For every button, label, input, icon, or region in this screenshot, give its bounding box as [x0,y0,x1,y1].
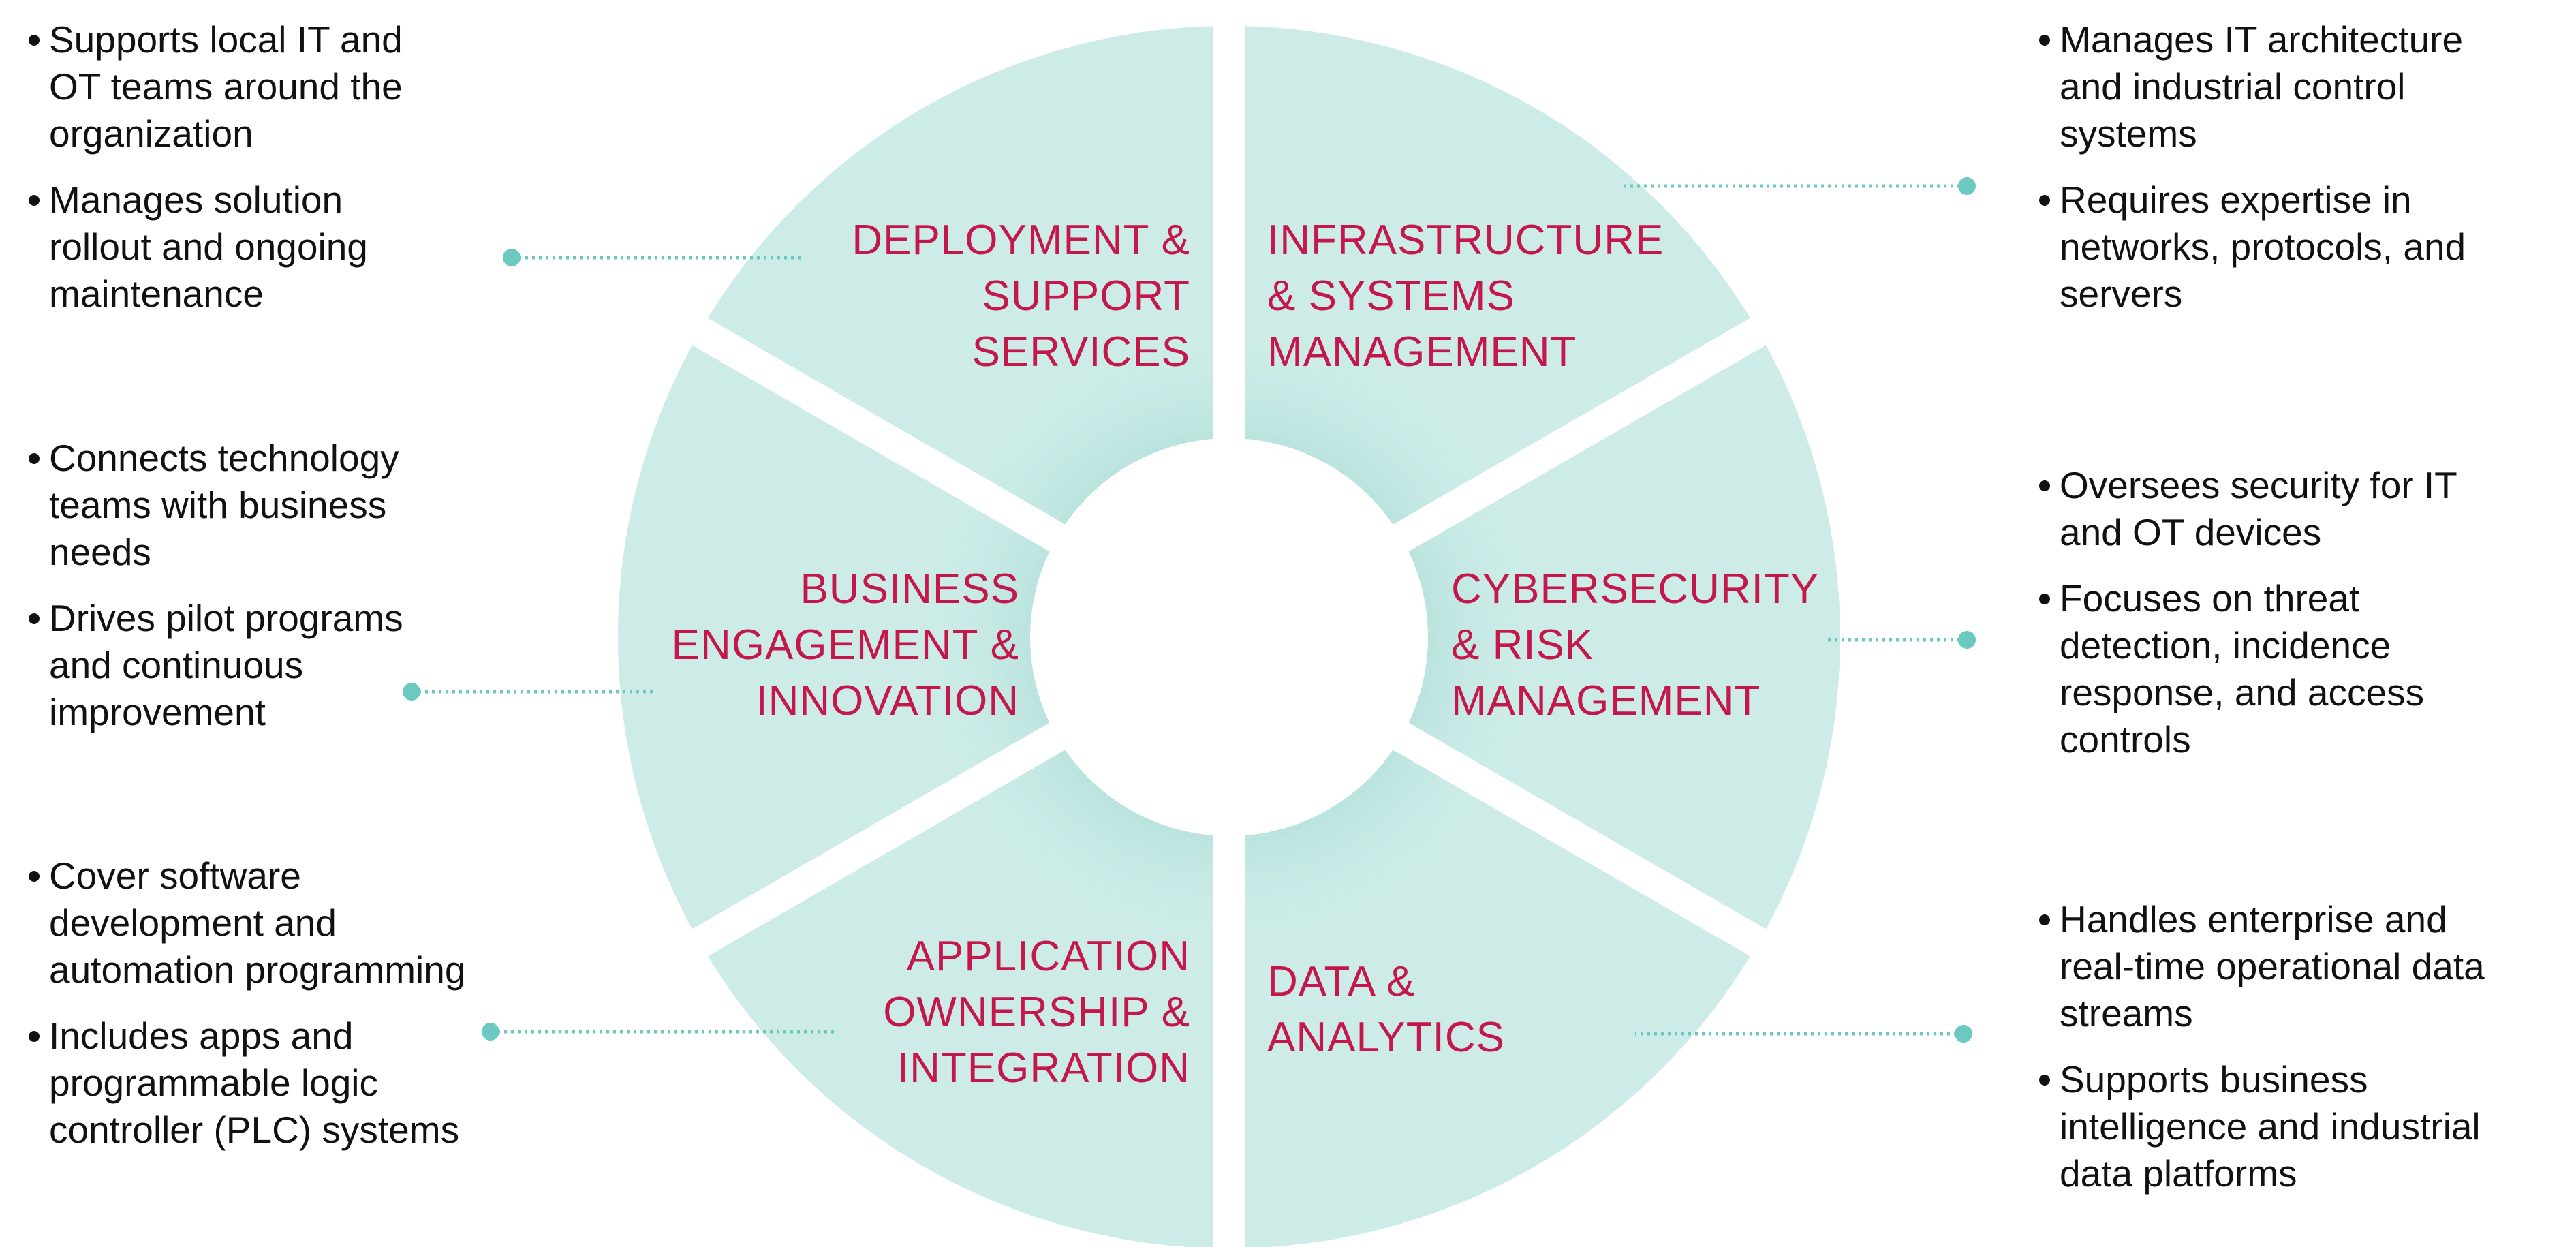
bullet-icon [29,871,40,882]
connector-deployment [503,249,801,266]
bullet-icon [29,1031,40,1042]
segment-divider [680,720,1071,964]
bullet-icon [2039,195,2050,206]
bullet-icon [29,613,40,624]
connector-business [403,683,657,701]
connector-dot-icon [503,249,521,266]
segment-divider [680,311,1071,555]
bullet-icon [29,195,40,206]
connector-cybersecurity [1825,631,1976,649]
connector-dot-icon [482,1023,499,1041]
connector-application [482,1023,837,1041]
bullet-icon [2039,914,2050,925]
bullet-icon [2039,480,2050,491]
segment-label-data: DATA &ANALYTICS [1267,958,1505,1061]
connector-dot-icon [1958,631,1976,649]
center-hole [1030,438,1428,836]
connector-dot-icon [1955,1025,1972,1043]
connector-dot-icon [1958,177,1976,195]
connector-data [1635,1025,1972,1043]
connector-infrastructure [1624,177,1976,195]
connector-dot-icon [403,683,420,701]
segment-divider [1387,720,1778,964]
bullet-icon [2039,1075,2050,1086]
segment-divider [1387,311,1778,555]
bullet-icon [29,35,40,46]
bullet-icon [2039,35,2050,46]
bullet-icon [2039,594,2050,604]
bullet-icon [29,453,40,464]
